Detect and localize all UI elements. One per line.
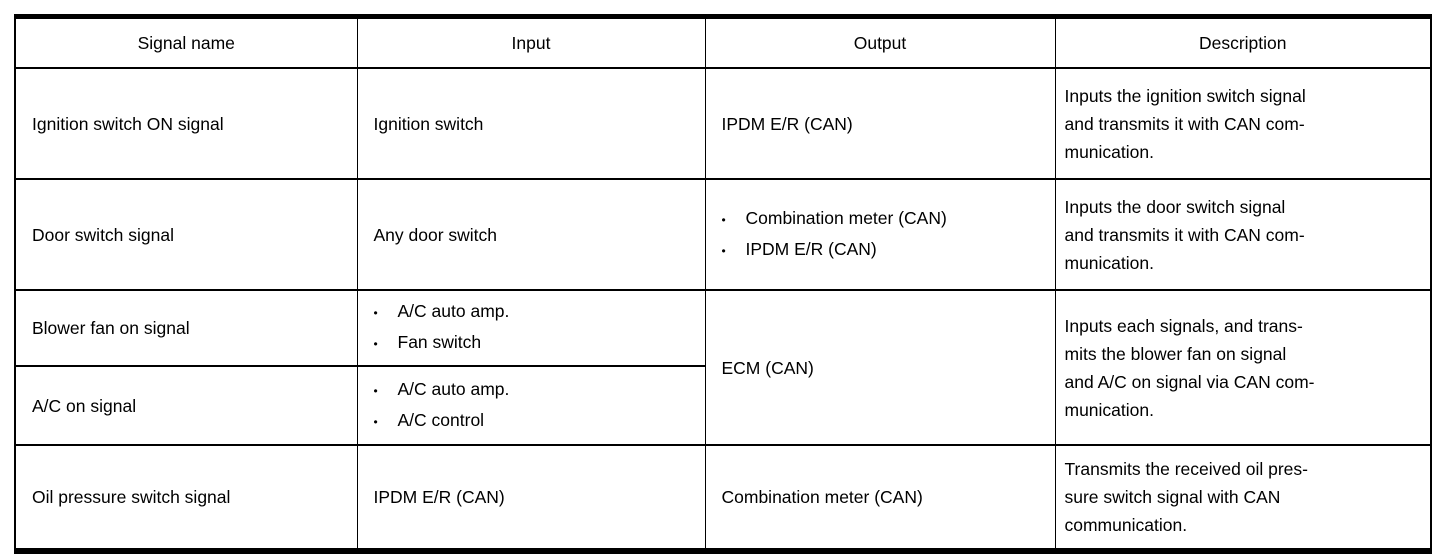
- input-cell: • A/C auto amp. • A/C control: [356, 365, 706, 446]
- table-row: Ignition switch ON signal Ignition switc…: [14, 67, 1432, 180]
- column-header-description: Description: [1054, 15, 1432, 69]
- list-item-label: A/C auto amp.: [397, 378, 510, 399]
- input-cell: Any door switch: [356, 178, 706, 291]
- output-cell: • Combination meter (CAN) • IPDM E/R (CAN): [704, 178, 1056, 291]
- list-item: • A/C auto amp.: [374, 375, 697, 406]
- bullet-icon: •: [721, 243, 726, 258]
- list-item-label: A/C auto amp.: [397, 301, 510, 321]
- input-bullet-list: • A/C auto amp. • A/C control: [374, 375, 697, 437]
- list-item: • IPDM E/R (CAN): [722, 235, 1047, 266]
- column-header-output: Output: [704, 15, 1056, 69]
- list-item: • A/C auto amp.: [374, 297, 697, 328]
- header-row: Signal name Input Output Description: [14, 15, 1432, 69]
- description-cell: Transmits the received oil pres- sure sw…: [1054, 444, 1432, 552]
- list-item: • A/C control: [374, 406, 697, 437]
- manual-page: Signal name Input Output Description Ign…: [14, 14, 1432, 554]
- signal-name-cell: Oil pressure switch signal: [14, 444, 358, 552]
- signal-name-cell: Door switch signal: [14, 178, 358, 291]
- bullet-icon: •: [721, 212, 726, 227]
- table-row: Oil pressure switch signal IPDM E/R (CAN…: [14, 444, 1432, 552]
- table-row: Blower fan on signal • A/C auto amp. • Fan …: [14, 289, 1432, 446]
- list-item-label: IPDM E/R (CAN): [745, 238, 877, 259]
- input-cell: IPDM E/R (CAN): [356, 444, 706, 552]
- signal-name-cell: Blower fan on signal: [14, 289, 358, 367]
- bullet-icon: •: [373, 414, 378, 429]
- list-item: • Combination meter (CAN): [722, 204, 1047, 235]
- list-item-label: A/C control: [397, 409, 485, 430]
- input-cell: Ignition switch: [356, 67, 706, 180]
- signal-name-cell: Ignition switch ON signal: [14, 67, 358, 180]
- output-cell: IPDM E/R (CAN): [704, 67, 1056, 180]
- input-cell: • A/C auto amp. • Fan switch: [356, 289, 706, 367]
- list-item: • Fan switch: [374, 328, 697, 359]
- table-body: Ignition switch ON signal Ignition switc…: [14, 67, 1432, 552]
- description-cell: Inputs the door switch signal and transm…: [1054, 178, 1432, 291]
- list-item-label: Fan switch: [397, 332, 482, 352]
- input-bullet-list: • A/C auto amp. • Fan switch: [374, 297, 697, 359]
- column-header-signal-name: Signal name: [14, 15, 358, 69]
- table-header: Signal name Input Output Description: [14, 15, 1432, 69]
- bullet-icon: •: [373, 383, 378, 398]
- output-cell: Combination meter (CAN): [704, 444, 1056, 552]
- table-row: A/C on signal • A/C auto amp. • A/C control: [14, 365, 1431, 446]
- description-cell-merged: Inputs each signals, and trans- mits the…: [1054, 289, 1432, 446]
- output-bullet-list: • Combination meter (CAN) • IPDM E/R (CAN): [722, 204, 1047, 266]
- bullet-icon: •: [373, 337, 378, 351]
- output-cell-merged: ECM (CAN): [704, 289, 1056, 446]
- bullet-icon: •: [373, 306, 378, 320]
- table-row: Door switch signal Any door switch • Comb…: [14, 178, 1432, 291]
- signal-name-cell: A/C on signal: [14, 365, 358, 446]
- signal-routing-table: Signal name Input Output Description Ign…: [14, 14, 1432, 554]
- column-header-input: Input: [356, 15, 706, 69]
- list-item-label: Combination meter (CAN): [745, 207, 947, 228]
- description-cell: Inputs the ignition switch signal and tr…: [1054, 67, 1432, 180]
